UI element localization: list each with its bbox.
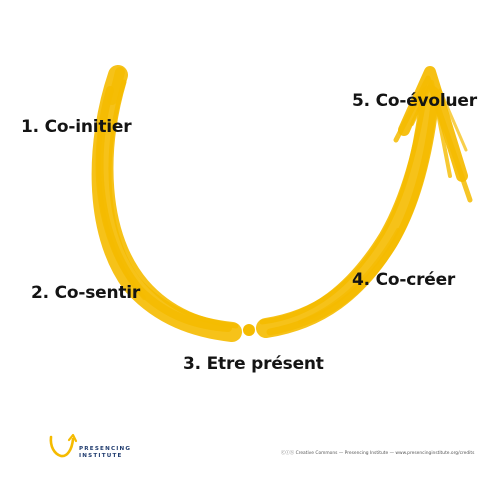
stage-label-co-creer: 4. Co-créer [352,270,456,290]
stage-label-etre-present: 3. Etre présent [183,354,324,374]
credits-line: ⓒⓘⓢ Creative Commons — Presencing Instit… [281,450,474,456]
presencing-institute-logo: PRESENCING INSTITUTE [46,432,156,462]
u-curve-right-stroke [256,85,440,338]
credits-text: Creative Commons — Presencing Institute … [295,451,475,456]
u-curve-arrowhead [393,66,473,203]
u-curve-bottom-dot [243,324,255,336]
stage-label-co-initier: 1. Co-initier [21,117,132,137]
stage-label-co-evoluer: 5. Co-évoluer [352,91,477,111]
u-logo-icon [49,433,78,458]
stage-label-co-sentir: 2. Co-sentir [31,283,141,303]
logo-wordmark: PRESENCING INSTITUTE [79,446,131,460]
creative-commons-icons: ⓒⓘⓢ [281,451,296,456]
logo-line-1: PRESENCING [79,446,132,452]
u-curve-left-stroke [91,65,242,342]
logo-line-2: INSTITUTE [79,453,123,459]
